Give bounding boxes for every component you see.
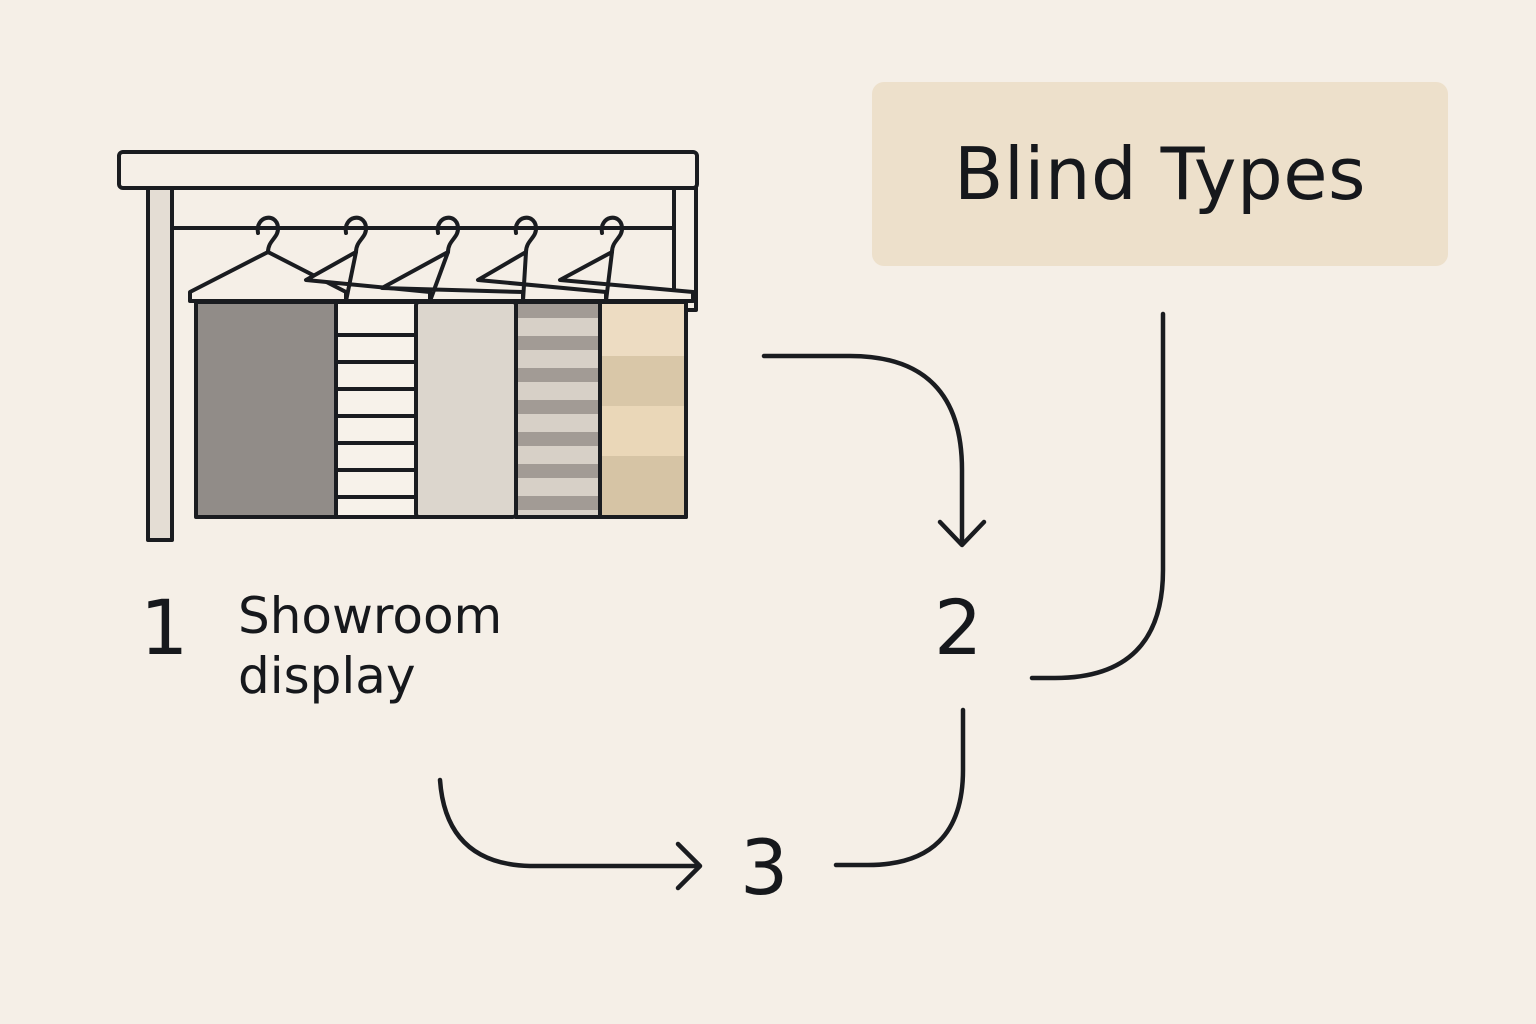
- step-1-caption: Showroom display: [238, 586, 502, 706]
- step-number-2: 2: [934, 583, 983, 672]
- swatch-gray-stripe-bands: [518, 304, 598, 510]
- rack-left-post: [146, 186, 174, 542]
- swatch-light-beige: [414, 300, 518, 519]
- swatch-tan-band-stripes: [602, 304, 684, 515]
- step-number-1: 1: [140, 583, 189, 672]
- hanger-1: [188, 215, 348, 303]
- step-1-caption-line-1: Showroom: [238, 587, 503, 645]
- arrow-head-step-2: [937, 519, 987, 548]
- arrow-to-step-2: [761, 353, 965, 545]
- blind-types-label: Blind Types: [953, 132, 1366, 216]
- connectors: [437, 311, 1166, 891]
- blind-types-box: Blind Types: [872, 82, 1448, 266]
- hanger-3: [380, 215, 525, 303]
- blind-types-box-bg: [872, 82, 1448, 266]
- arrow-to-step-3: [437, 777, 701, 869]
- swatch-solid-dark-gray: [194, 300, 338, 519]
- rack-top-shelf: [117, 150, 699, 190]
- step-number-3: 3: [740, 823, 789, 912]
- line-step-2-to-3: [833, 707, 966, 868]
- step-1-caption-line-2: display: [238, 647, 416, 705]
- blind-sample-rack-icon: [117, 150, 699, 542]
- arrow-head-step-3: [675, 841, 703, 891]
- hanger-4: [476, 215, 608, 303]
- hanger-5: [558, 215, 695, 303]
- line-from-blind-types: [1029, 311, 1166, 681]
